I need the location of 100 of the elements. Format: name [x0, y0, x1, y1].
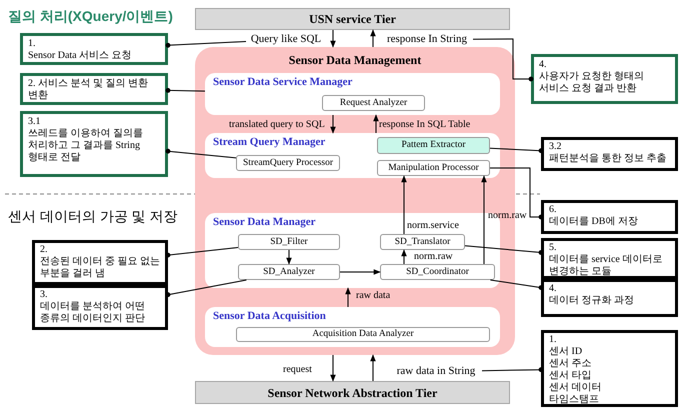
- arrow: [481, 175, 487, 264]
- callout-box: [541, 137, 678, 171]
- leader-line: [490, 280, 544, 290]
- leader-line: [464, 245, 544, 255]
- callout-text: 사용자가 요청한 형태의 서비스 요청 결과 반환: [539, 71, 645, 95]
- leader-line: [482, 367, 544, 372]
- callout-text: 센서 타입: [549, 370, 592, 382]
- arrow: [330, 354, 336, 382]
- callout-number: 1.: [28, 38, 36, 50]
- callout-text: 타임스탬프: [549, 394, 600, 406]
- callout-number: 4.: [539, 59, 548, 71]
- callout-text: 센서 데이터: [549, 382, 602, 394]
- tier-bar: [195, 381, 510, 404]
- callout-text: 데이터를 service 데이터로 변경하는 모듈: [549, 254, 664, 278]
- arrow: [373, 114, 379, 134]
- process-label: Pattem Extractor: [401, 139, 466, 152]
- manager-title: Sensor Data Manager: [213, 216, 316, 228]
- edge-label: translated query to SQL: [229, 119, 325, 130]
- callout-number: 3.1: [28, 116, 42, 128]
- callout-text: 데이터를 DB에 저장: [549, 216, 639, 228]
- edge-label: raw data: [356, 290, 390, 301]
- callout-number: 1.: [549, 334, 558, 346]
- callout-box: [32, 285, 168, 330]
- edge-label: response In SQL Table: [379, 119, 470, 130]
- manager-title: Sensor Data Service Manager: [213, 76, 352, 88]
- process-box: [236, 155, 340, 171]
- process-box: [322, 95, 425, 111]
- callout-box: [541, 279, 678, 317]
- callout-text: 데이터 정규화 과정: [549, 295, 635, 307]
- arrow: [286, 250, 292, 265]
- edge-label: request: [283, 364, 312, 375]
- tier-label: Sensor Network Abstraction Tier: [268, 384, 438, 402]
- arrow: [401, 249, 407, 264]
- arrow: [330, 30, 336, 48]
- manager-panel: [205, 307, 500, 347]
- edge-label: norm.raw: [414, 251, 453, 262]
- callout-text: 패턴분석을 통한 정보 추출: [549, 153, 668, 165]
- callout-box: [541, 238, 678, 279]
- edge-label: norm.service: [407, 220, 459, 231]
- arrow: [345, 287, 351, 308]
- leader-line: [166, 247, 238, 258]
- callout-number: 3.2: [549, 141, 562, 153]
- leader-line: [490, 168, 544, 220]
- callout-number: 2. 서비스 분석 및 질의 변환 변환: [28, 78, 149, 102]
- arrow: [340, 269, 381, 275]
- leader-line: [166, 148, 236, 158]
- callout-number: 2.: [40, 244, 48, 256]
- callout-text: 쓰레드를 이용하여 질의를 처리하고 그 결과를 String 형태로 전달: [28, 128, 144, 164]
- leader-line: [166, 280, 247, 298]
- callout-box: [541, 200, 678, 234]
- callout-text: 센서 ID: [549, 346, 584, 358]
- process-label: StreamQuery Processor: [243, 156, 333, 170]
- manager-title: Sensor Data Acquisition: [213, 310, 326, 322]
- manager-panel: [205, 133, 500, 178]
- callout-box: [20, 73, 168, 105]
- callout-box: [541, 330, 678, 407]
- section-title: 질의 처리(XQuery/이벤트): [8, 7, 173, 26]
- callout-text: 데이터를 분석하여 어떤 종류의 데이터인지 판단: [40, 301, 146, 325]
- tier-bar: [195, 8, 510, 30]
- callout-box: [531, 54, 678, 104]
- section-title: 센서 데이터의 가공 및 저장: [8, 207, 178, 226]
- leader-line: [472, 38, 534, 82]
- process-label: Manipulation Processor: [388, 162, 479, 175]
- process-label: SD_Coordinator: [406, 266, 469, 279]
- process-label: SD_Translator: [394, 236, 450, 249]
- connector-text-label: raw data in String: [396, 364, 476, 380]
- arrow: [330, 114, 336, 134]
- edge-label: norm.raw: [488, 210, 527, 221]
- manager-title: Stream Query Manager: [213, 136, 326, 148]
- callout-text: 센서 주소: [549, 358, 592, 370]
- process-box: [380, 264, 495, 280]
- callout-number: 5.: [549, 242, 558, 254]
- callout-box: [20, 111, 168, 177]
- tier-label: USN service Tier: [309, 11, 396, 28]
- process-label: Acquisition Data Analyzer: [312, 328, 414, 342]
- callout-text: 전송된 데이터 중 필요 없는 부분을 걸러 냄: [40, 256, 160, 280]
- manager-panel: [205, 73, 500, 115]
- callout-text: Sensor Data 서비스 요청: [28, 50, 133, 62]
- callout-box: [32, 240, 168, 285]
- leader-line: [166, 88, 206, 93]
- callout-number: 6.: [549, 204, 558, 216]
- leader-line: [490, 148, 544, 154]
- process-box: [377, 160, 490, 176]
- process-label: Request Analyzer: [340, 96, 408, 110]
- process-box: [238, 264, 340, 280]
- process-box: [377, 137, 490, 154]
- connector-text-label: response In String: [386, 32, 468, 48]
- container-title: Sensor Data Management: [288, 52, 422, 69]
- callout-number: 4.: [549, 283, 558, 295]
- process-label: SD_Analyzer: [263, 266, 315, 279]
- process-box: [236, 327, 490, 342]
- arrow: [370, 354, 376, 382]
- callout-box: [20, 33, 168, 65]
- connector-text-label: Query like SQL: [250, 32, 322, 48]
- process-box: [380, 234, 465, 250]
- callout-number: 3.: [40, 289, 48, 301]
- process-box: [238, 234, 340, 250]
- arrow: [401, 175, 407, 234]
- arrow: [370, 29, 376, 48]
- process-label: SD_Filter: [270, 236, 308, 249]
